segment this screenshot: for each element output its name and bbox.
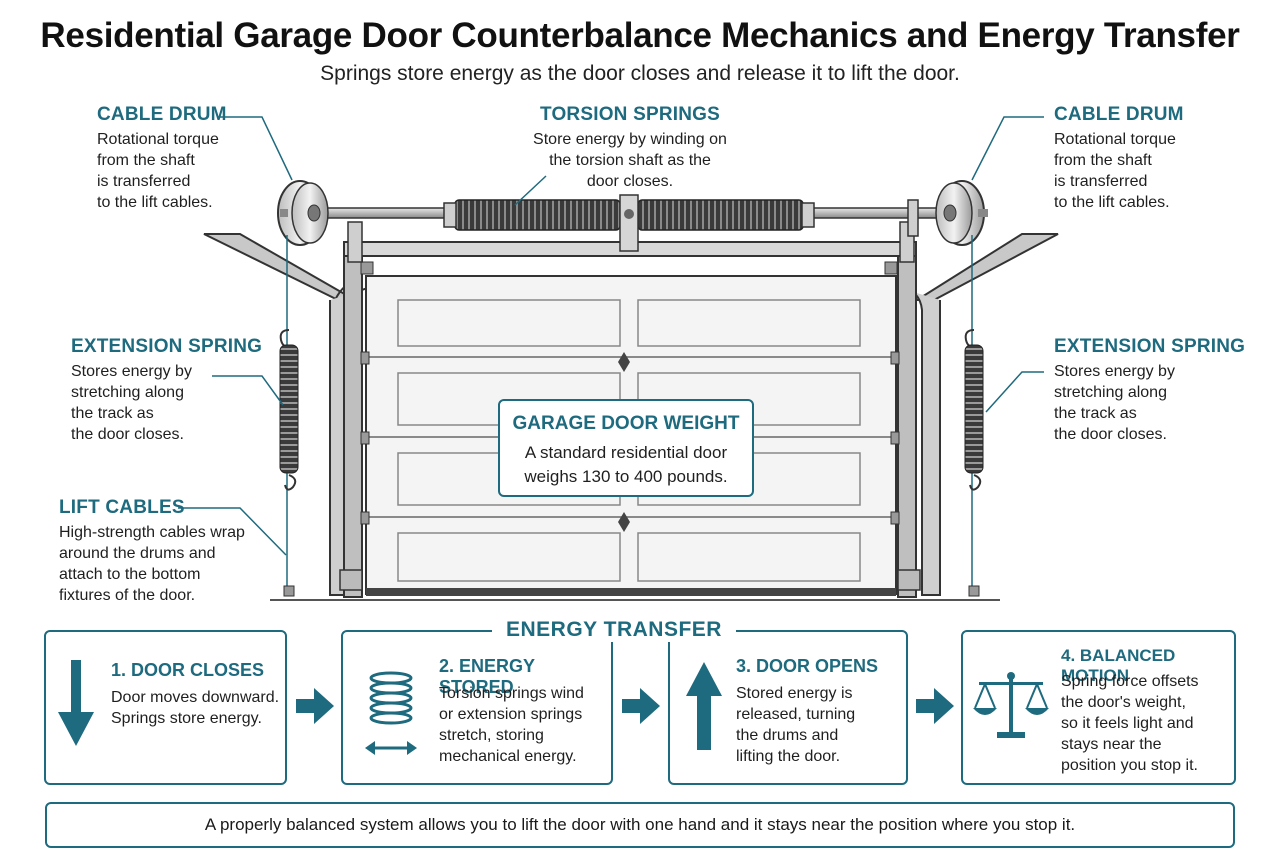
callout-heading: EXTENSION SPRING (1054, 336, 1246, 357)
step-line: position you stop it. (1061, 757, 1198, 774)
callout-line: to the lift cables. (97, 194, 213, 211)
callout-lift-cables: LIFT CABLES High-strength cables wrap ar… (59, 497, 245, 606)
callout-line: fixtures of the door. (59, 587, 196, 604)
callout-heading: CABLE DRUM (97, 104, 227, 125)
step-line: released, turning (736, 706, 856, 723)
callout-heading: EXTENSION SPRING (71, 336, 263, 357)
step-body: Stored energy is released, turning the d… (736, 683, 855, 767)
callout-line: attach to the bottom (59, 566, 201, 583)
callout-line: High-strength cables wrap (59, 524, 245, 541)
arrow-down-icon (58, 660, 94, 746)
callout-line: Stores energy by (71, 363, 192, 380)
coil-spring-icon (365, 671, 417, 755)
torsion-spring-right (637, 199, 804, 231)
callout-line: stretching along (1054, 384, 1167, 401)
step-line: the drums and (736, 727, 839, 744)
callout-extension-spring-right: EXTENSION SPRING Stores energy by stretc… (1054, 336, 1245, 445)
step-door-opens: 3. DOOR OPENS Stored energy is released,… (668, 630, 908, 785)
weight-line: A standard residential door (524, 443, 728, 462)
torsion-spring-left (454, 199, 621, 231)
energy-transfer-heading: ENERGY TRANSFER (492, 618, 736, 642)
callout-line: the door closes. (71, 426, 184, 443)
callout-line: stretching along (71, 384, 184, 401)
step-title: 2. ENERGY STORED (439, 656, 535, 697)
callout-line: is transferred (1054, 173, 1148, 190)
callout-heading: LIFT CABLES (59, 497, 185, 518)
step-line: mechanical energy. (439, 748, 577, 765)
callout-heading: TORSION SPRINGS (539, 104, 720, 125)
callout-line: Stores energy by (1054, 363, 1175, 380)
page-title: Residential Garage Door Counterbalance M… (40, 16, 1240, 55)
flow-arrow-icon (622, 688, 660, 724)
callout-heading: CABLE DRUM (1054, 104, 1184, 125)
step-line: or extension springs (439, 706, 583, 723)
step-line: lifting the door. (736, 748, 841, 765)
left-horizontal-track (203, 233, 361, 301)
callout-extension-spring-left: EXTENSION SPRING Stores energy by stretc… (71, 336, 262, 445)
flow-arrow-icon (296, 688, 334, 724)
garage-door-weight-box: GARAGE DOOR WEIGHT A standard residentia… (498, 399, 754, 497)
callout-line: around the drums and (59, 545, 216, 562)
weight-heading: GARAGE DOOR WEIGHT (512, 413, 740, 434)
callout-line: from the shaft (1054, 152, 1152, 169)
callout-line: the track as (71, 405, 154, 422)
step-line: stretch, storing (439, 727, 544, 744)
step-line: Springs store energy. (111, 710, 262, 727)
page-subtitle: Springs store energy as the door closes … (320, 62, 960, 85)
callout-cable-drum-left: CABLE DRUM Rotational torque from the sh… (97, 104, 227, 213)
step-line: Door moves downward. (111, 689, 280, 706)
step-title: 3. DOOR OPENS (736, 656, 879, 676)
footer-note: A properly balanced system allows you to… (45, 802, 1235, 848)
balance-scale-icon (973, 672, 1049, 738)
callout-line: the door closes. (1054, 426, 1167, 443)
cable-drum-right (935, 180, 985, 246)
arrow-up-icon (686, 662, 722, 750)
weight-line: weighs 130 to 400 pounds. (524, 467, 728, 486)
callout-torsion-springs: TORSION SPRINGS Store energy by winding … (500, 104, 760, 192)
center-bearing-bracket (619, 194, 639, 252)
step-line: so it feels light and (1061, 715, 1194, 732)
step-title: 1. DOOR CLOSES (111, 660, 265, 680)
step-title: 4. BALANCED MOTION (1061, 646, 1176, 685)
step-balanced-motion: 4. BALANCED MOTION Spring force offsets … (961, 630, 1236, 785)
step-line: Spring force offsets (1061, 673, 1199, 690)
callout-line: the torsion shaft as the (549, 152, 711, 169)
callout-cable-drum-right: CABLE DRUM Rotational torque from the sh… (1054, 104, 1184, 213)
callout-line: Store energy by winding on (533, 131, 727, 148)
flow-arrow-icon (916, 688, 954, 724)
step-energy-stored: 2. ENERGY STORED Torsion springs wind or… (341, 630, 613, 785)
cable-drum-left (277, 180, 329, 246)
step-line: the door's weight, (1061, 694, 1186, 711)
callout-line: Rotational torque (97, 131, 219, 148)
step-body: Spring force offsets the door's weight, … (1061, 671, 1199, 776)
step-line: Torsion springs wind (439, 685, 584, 702)
callout-line: from the shaft (97, 152, 195, 169)
right-horizontal-track (913, 233, 1059, 301)
callout-line: is transferred (97, 173, 191, 190)
callout-line: door closes. (586, 173, 674, 190)
callout-line: to the lift cables. (1054, 194, 1170, 211)
extension-spring-right (964, 329, 984, 597)
step-line: Stored energy is (736, 685, 853, 702)
step-body: Door moves downward. Springs store energ… (111, 687, 279, 729)
step-door-closes: 1. DOOR CLOSES Door moves downward. Spri… (44, 630, 287, 785)
step-body: Torsion springs wind or extension spring… (439, 683, 584, 767)
step-line: stays near the (1061, 736, 1162, 753)
extension-spring-left (279, 329, 299, 597)
callout-line: Rotational torque (1054, 131, 1176, 148)
callout-line: the track as (1054, 405, 1137, 422)
